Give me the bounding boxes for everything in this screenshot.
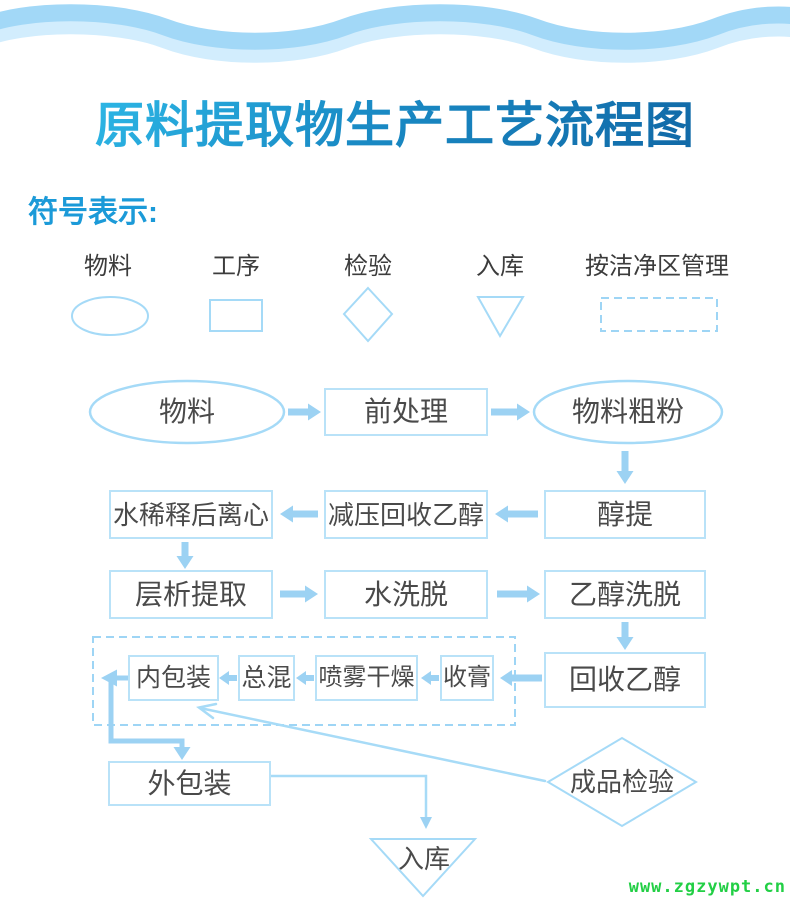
node-inspection-diamond-shape (546, 736, 698, 828)
node-chromatography-shape (109, 570, 273, 619)
legend-label-cleanarea: 按洁净区管理 (585, 252, 729, 280)
legend-heading: 符号表示: (28, 196, 158, 229)
node-total-mixing: 总混 (241, 663, 292, 692)
arrow-paste-spray (421, 671, 439, 685)
edge-warehouse-arrowhead (420, 817, 432, 829)
arrow-total-inner (219, 671, 237, 685)
node-chromatography: 层析提取 (134, 578, 247, 610)
node-inner-packaging: 内包装 (135, 663, 211, 692)
node-alcohol-extraction: 醇提 (596, 498, 653, 530)
legend-process-rect (209, 299, 263, 332)
node-material: 物料 (158, 396, 215, 427)
edge-inner-to-outer-packaging (101, 669, 191, 760)
node-recover-ethanol: 回收乙醇 (568, 664, 681, 695)
node-inner-packaging-shape (128, 655, 219, 701)
legend-material-ellipse (71, 296, 149, 336)
wave-dark-band (0, 4, 790, 50)
legend-label-warehouse: 入库 (476, 252, 524, 280)
node-alcohol-extraction-shape (544, 490, 706, 539)
node-coarse-powder: 物料粗粉 (571, 396, 684, 427)
node-collect-paste-shape (440, 655, 494, 701)
node-dilute-centrifuge-shape (109, 490, 273, 539)
legend-inspection-diamond (342, 286, 394, 343)
arrow-spray-total (296, 671, 314, 685)
node-spray-drying-shape (315, 655, 418, 701)
arrow-coarse-alcohol (616, 451, 634, 484)
edge-outer-packaging-to-warehouse (268, 774, 428, 820)
arrow-recover-paste (500, 670, 542, 686)
arrow-pretreatment-coarse (491, 403, 530, 421)
arrow-chromatography-waterelution (280, 585, 318, 603)
edge-inspection-to-inner-packaging (198, 706, 547, 783)
arrow-vacuum-dilute (280, 505, 318, 523)
node-warehouse-triangle-shape (368, 838, 478, 898)
node-finished-inspection: 成品检验 (569, 767, 674, 797)
node-ethanol-elution-shape (544, 570, 706, 619)
node-spray-drying: 喷雾干燥 (318, 664, 415, 691)
arrow-waterelution-ethanolelution (497, 585, 540, 603)
clean-area-dashed-box (92, 636, 516, 726)
watermark-url: www.zgzywpt.cn (628, 877, 786, 897)
node-pretreatment: 前处理 (363, 396, 448, 427)
node-coarse-powder-shape (532, 379, 724, 445)
arrow-ethanolelution-recover (616, 622, 634, 650)
page-title: 原料提取物生产工艺流程图 (0, 90, 790, 153)
node-water-elution-shape (324, 570, 488, 619)
legend-label-material: 物料 (84, 252, 132, 280)
node-warehousing: 入库 (397, 844, 450, 874)
down-arrowhead (173, 747, 191, 760)
node-material-shape (88, 379, 286, 445)
node-pretreatment-shape (324, 388, 488, 436)
legend-warehouse-triangle (476, 296, 525, 339)
node-outer-packaging-shape (108, 761, 271, 806)
arrow-dilute-chromatography (176, 542, 194, 569)
node-collect-paste: 收膏 (443, 664, 491, 691)
node-recover-ethanol-shape (544, 652, 706, 708)
node-dilute-centrifuge: 水稀释后离心 (112, 499, 269, 530)
arrow-alcohol-vacuum (495, 505, 538, 523)
legend-label-inspection: 检验 (344, 252, 392, 280)
node-vacuum-recover-shape (324, 490, 488, 539)
node-total-mixing-shape (238, 655, 295, 701)
wave-light-band (0, 19, 790, 63)
legend-label-process: 工序 (212, 252, 260, 280)
node-water-elution: 水洗脱 (363, 578, 448, 610)
arrow-material-pretreatment (288, 403, 321, 421)
node-ethanol-elution: 乙醇洗脱 (568, 578, 681, 610)
node-outer-packaging: 外包装 (147, 767, 232, 799)
wave-banner (0, 4, 790, 63)
edge-inspection-arrowhead (196, 702, 218, 720)
legend-cleanarea-dashed-rect (600, 297, 718, 332)
node-vacuum-recover: 减压回收乙醇 (327, 499, 484, 530)
